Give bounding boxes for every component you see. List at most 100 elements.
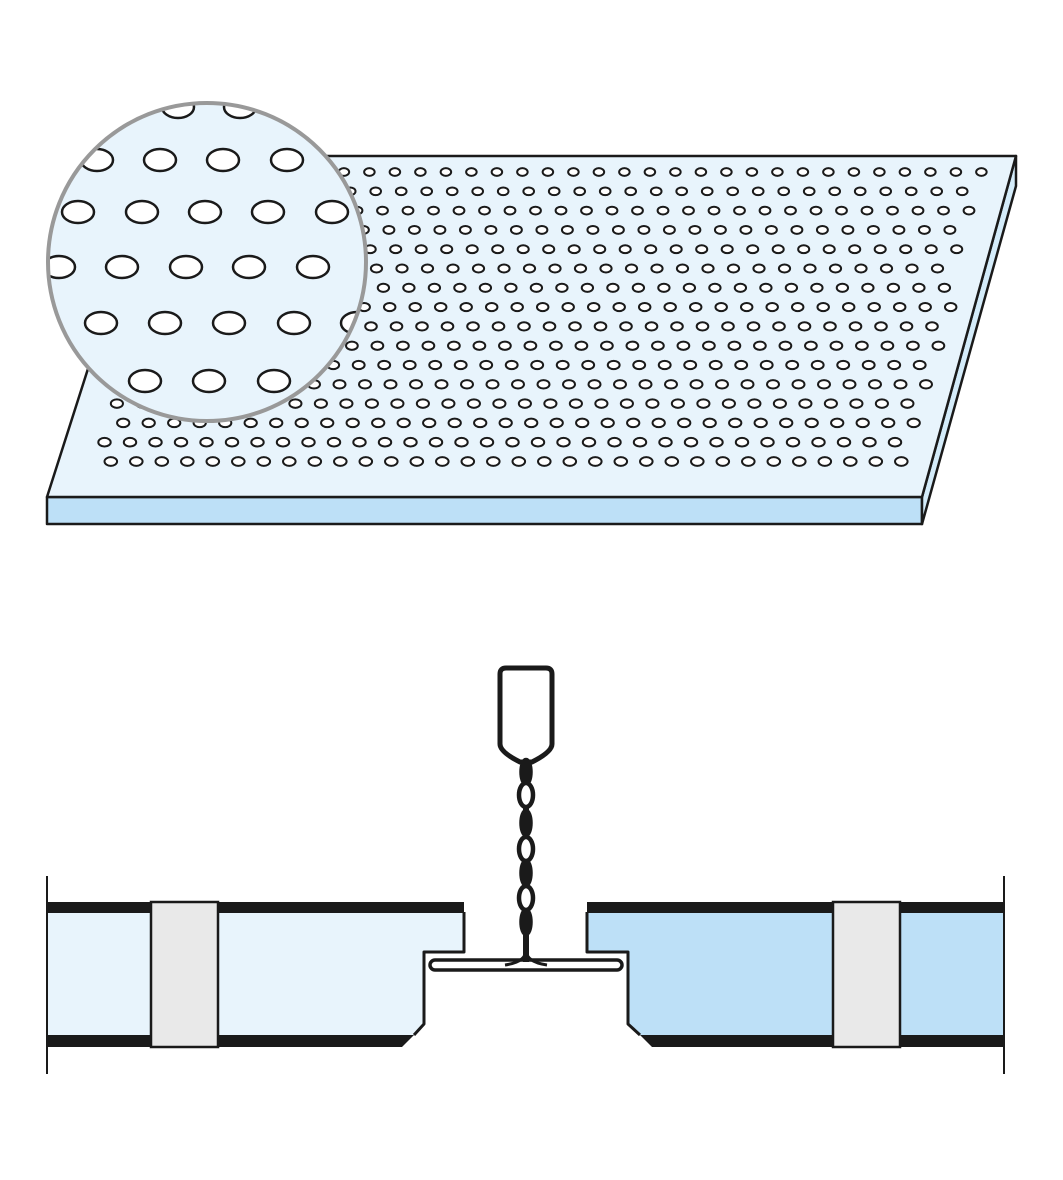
perforation-hole xyxy=(606,282,620,293)
perforation-hole xyxy=(542,321,557,332)
perforation-hole xyxy=(548,263,562,274)
perforation-hole xyxy=(739,302,754,313)
perforation-hole xyxy=(649,186,663,197)
perforation-hole xyxy=(708,359,723,371)
perforation-hole xyxy=(688,224,702,235)
perforation-hole xyxy=(541,167,555,177)
perforation-hole xyxy=(866,224,880,235)
perforation-hole xyxy=(694,167,708,177)
perforation-hole xyxy=(421,340,436,351)
perforation-hole xyxy=(529,282,544,293)
perforation-hole xyxy=(567,167,580,177)
perforation-hole xyxy=(677,417,692,429)
perforation-hole xyxy=(370,340,385,351)
perforation-hole xyxy=(313,398,328,409)
perforation-hole xyxy=(715,456,731,467)
perforation-hole xyxy=(715,379,729,390)
perforation-hole xyxy=(320,417,335,429)
perforation-hole xyxy=(116,417,131,429)
perforation-hole xyxy=(624,263,639,274)
perforation-hole xyxy=(388,167,402,177)
perforation-hole xyxy=(560,224,574,235)
perforation-hole xyxy=(919,379,933,390)
perforation-hole xyxy=(243,417,258,429)
perforation-hole xyxy=(554,205,568,216)
perforation-hole xyxy=(199,436,214,448)
perforation-hole xyxy=(562,379,576,390)
perforation-hole xyxy=(675,186,689,197)
perforation-hole xyxy=(930,186,944,197)
perforation-hole xyxy=(593,244,607,255)
perforation-hole xyxy=(129,456,144,467)
perforation-hole xyxy=(949,167,963,177)
perforation-hole xyxy=(758,205,772,216)
perforation-hole xyxy=(358,379,372,390)
magnified-perforation-hole xyxy=(83,310,119,336)
perforation-hole xyxy=(224,436,240,448)
perforation-hole xyxy=(231,456,246,467)
perforation-hole xyxy=(791,379,806,390)
perforation-hole xyxy=(637,302,652,313)
perforation-hole xyxy=(369,186,383,197)
perforation-hole xyxy=(862,436,877,448)
perforation-hole xyxy=(804,417,819,429)
perforation-hole xyxy=(701,263,715,274)
perforation-hole xyxy=(881,417,896,429)
perforation-hole xyxy=(740,379,755,390)
perforation-hole xyxy=(912,282,926,293)
perforation-hole xyxy=(753,417,768,429)
perforation-hole xyxy=(656,205,670,216)
perforation-hole xyxy=(683,359,698,371)
perforation-hole xyxy=(925,321,939,332)
right-tile-rebate-edge xyxy=(585,912,642,1037)
perforation-hole xyxy=(498,417,513,429)
magnifier-lens xyxy=(48,103,366,421)
magnified-perforation-hole xyxy=(314,199,350,225)
perforation-hole xyxy=(333,456,348,467)
perforation-hole xyxy=(733,205,746,216)
perforation-hole xyxy=(657,282,671,293)
perforation-hole xyxy=(638,379,653,390)
perforation-hole xyxy=(472,340,487,351)
perforation-hole xyxy=(396,340,410,351)
perforation-hole xyxy=(785,436,801,448)
perforation-hole xyxy=(906,417,921,429)
perforation-hole xyxy=(632,359,647,371)
perforation-hole xyxy=(376,282,391,293)
perforation-hole xyxy=(345,340,359,351)
perforation-hole xyxy=(861,359,876,371)
perforation-hole xyxy=(816,302,830,313)
perforation-hole xyxy=(485,379,500,390)
perforation-hole xyxy=(955,186,969,197)
perforation-hole xyxy=(363,167,376,177)
perforation-hole xyxy=(408,302,422,313)
perforation-hole xyxy=(490,167,504,177)
magnified-perforation-hole xyxy=(168,254,204,280)
perforation-hole xyxy=(141,417,156,429)
perforation-hole xyxy=(766,456,782,467)
perforation-hole xyxy=(797,321,812,332)
perforation-hole xyxy=(695,321,710,332)
perforation-hole xyxy=(428,436,444,448)
perforation-hole xyxy=(575,417,590,429)
magnified-perforation-hole xyxy=(211,310,247,336)
perforation-hole xyxy=(962,205,976,216)
perforation-hole xyxy=(689,379,704,390)
perforation-hole xyxy=(529,205,542,216)
perforation-hole xyxy=(790,224,804,235)
perforation-hole xyxy=(898,167,912,177)
perforation-hole xyxy=(766,379,780,390)
perforation-hole xyxy=(765,302,779,313)
perforation-hole xyxy=(573,186,587,197)
perforation-hole xyxy=(709,436,724,448)
perforation-hole xyxy=(855,340,869,351)
perforation-hole xyxy=(465,244,479,255)
perforation-hole xyxy=(332,379,347,390)
left-tile-joint-strip xyxy=(149,900,220,1049)
perforation-hole xyxy=(503,205,517,216)
perforation-hole xyxy=(726,263,741,274)
magnified-perforation-hole xyxy=(187,199,223,225)
perforation-hole xyxy=(537,456,552,467)
perforation-hole xyxy=(439,167,453,177)
perforation-hole xyxy=(511,456,527,467)
